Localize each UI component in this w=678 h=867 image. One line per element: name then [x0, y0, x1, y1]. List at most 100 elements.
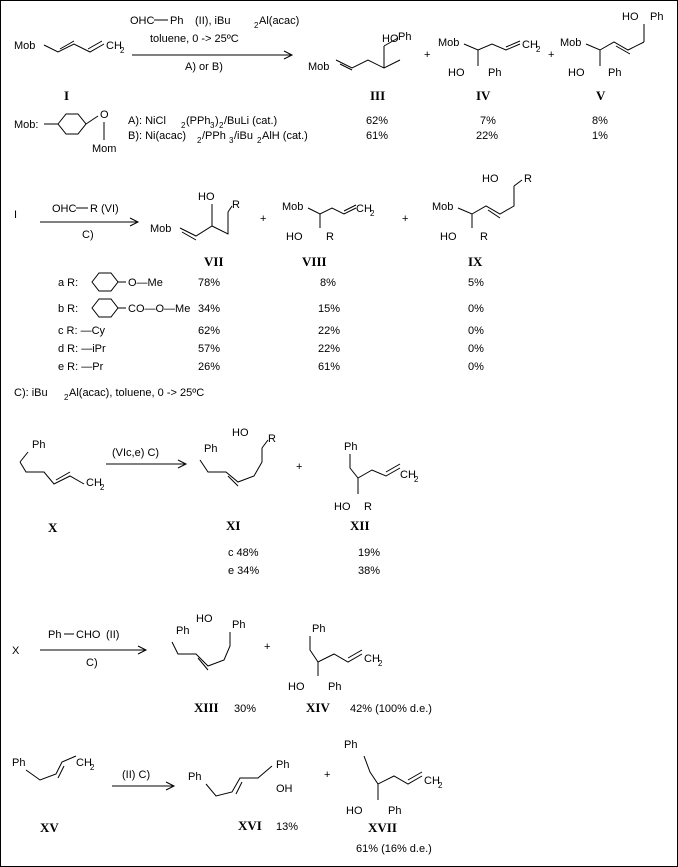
- s5-compound-XV: XV: [40, 820, 59, 835]
- svg-text:22%: 22%: [318, 325, 340, 337]
- svg-text:Mob: Mob: [282, 201, 303, 213]
- svg-text:CHO: CHO: [76, 629, 101, 641]
- s1-start-mob: Mob: [14, 40, 35, 52]
- svg-text:+: +: [548, 49, 554, 61]
- svg-text:+: +: [264, 641, 270, 653]
- s3-compound-X: X: [48, 520, 58, 535]
- svg-text:61%: 61%: [366, 130, 388, 142]
- svg-text:O: O: [100, 109, 109, 121]
- svg-text:Ph: Ph: [32, 439, 45, 451]
- svg-text:R: R: [364, 501, 372, 513]
- svg-text:0%: 0%: [468, 303, 484, 315]
- svg-text:R: R: [326, 231, 334, 243]
- svg-text:R: R: [268, 433, 276, 445]
- svg-text:22%: 22%: [476, 130, 498, 142]
- svg-text:+: +: [260, 213, 266, 225]
- svg-text:Mob:: Mob:: [14, 119, 38, 131]
- svg-text:Ph: Ph: [276, 759, 289, 771]
- svg-text:1%: 1%: [592, 130, 608, 142]
- svg-text:CH: CH: [400, 469, 416, 481]
- svg-text:OHC: OHC: [130, 15, 155, 27]
- svg-text:+: +: [296, 461, 302, 473]
- svg-text:+: +: [402, 213, 408, 225]
- svg-text:Ph: Ph: [328, 681, 341, 693]
- svg-text:Ph: Ph: [388, 805, 401, 817]
- svg-text:Ph: Ph: [204, 443, 217, 455]
- svg-text:b R:: b R:: [58, 303, 78, 315]
- s2-compound-IX: IX: [468, 254, 483, 269]
- svg-text:O—Me: O—Me: [128, 277, 163, 289]
- svg-text:19%: 19%: [358, 547, 380, 559]
- svg-text:/BuLi (cat.): /BuLi (cat.): [224, 115, 277, 127]
- svg-text:0%: 0%: [468, 361, 484, 373]
- svg-text:HO: HO: [196, 613, 213, 625]
- svg-text:Ph: Ph: [344, 739, 357, 751]
- svg-text:(II), iBu: (II), iBu: [195, 15, 230, 27]
- svg-text:CH: CH: [522, 39, 538, 51]
- svg-text:HO: HO: [346, 805, 363, 817]
- svg-text:A): NiCl: A): NiCl: [128, 115, 166, 127]
- scheme-2: I OHC R (VI) C) HO R Mob VII + Mob CH 2 …: [14, 173, 532, 402]
- svg-text:2: 2: [257, 136, 262, 145]
- svg-text:26%: 26%: [198, 361, 220, 373]
- svg-text:Mob: Mob: [560, 37, 581, 49]
- svg-text:8%: 8%: [320, 277, 336, 289]
- svg-text:C): iBu: C): iBu: [14, 387, 48, 399]
- svg-text:34%: 34%: [198, 303, 220, 315]
- s3-compound-XII: XII: [350, 518, 370, 533]
- svg-text:CO—O—Me: CO—O—Me: [128, 303, 190, 315]
- svg-text:78%: 78%: [198, 277, 220, 289]
- svg-text:Ph: Ph: [12, 757, 25, 769]
- svg-text:X: X: [12, 645, 20, 657]
- svg-text:e R: —Pr: e R: —Pr: [58, 361, 104, 373]
- scheme-5: Ph CH 2 XV (II) C) Ph Ph OH XVI 13% + Ph…: [12, 739, 443, 855]
- svg-text:HO: HO: [232, 427, 249, 439]
- svg-text:8%: 8%: [592, 115, 608, 127]
- svg-text:Ph: Ph: [608, 67, 621, 79]
- svg-text:2: 2: [181, 121, 186, 130]
- svg-text:2: 2: [414, 475, 419, 484]
- svg-text:HO: HO: [288, 681, 305, 693]
- svg-text:2: 2: [370, 209, 375, 218]
- svg-text:2: 2: [100, 483, 105, 492]
- svg-text:c R: —Cy: c R: —Cy: [58, 325, 106, 337]
- s1-mob-ring: [57, 113, 87, 135]
- s1-start-chain: [43, 43, 105, 53]
- svg-text:HO: HO: [198, 191, 215, 203]
- s4-compound-XIV: XIV: [306, 700, 330, 715]
- svg-text:+: +: [424, 49, 430, 61]
- svg-text:61% (16% d.e.): 61% (16% d.e.): [356, 843, 432, 855]
- s5-compound-XVI: XVI: [238, 818, 262, 833]
- svg-text:CH: CH: [76, 757, 92, 769]
- svg-text:R (VI): R (VI): [90, 203, 119, 215]
- svg-text:(PPh: (PPh: [186, 115, 210, 127]
- s5-compound-XVII: XVII: [368, 820, 397, 835]
- svg-text:38%: 38%: [358, 565, 380, 577]
- svg-text:R: R: [524, 173, 532, 185]
- svg-text:HO: HO: [482, 173, 499, 185]
- svg-text:2: 2: [536, 45, 541, 54]
- svg-text:5%: 5%: [468, 277, 484, 289]
- svg-text:3: 3: [210, 121, 215, 130]
- svg-text:Al(acac), toluene, 0 -> 25ºC: Al(acac), toluene, 0 -> 25ºC: [69, 387, 204, 399]
- svg-text:R: R: [480, 231, 488, 243]
- svg-text:CH: CH: [86, 477, 102, 489]
- svg-text:Ph: Ph: [48, 629, 61, 641]
- svg-text:Mob: Mob: [432, 201, 453, 213]
- svg-text:HO: HO: [286, 231, 303, 243]
- svg-text:HO: HO: [334, 501, 351, 513]
- svg-text:Mob: Mob: [438, 37, 459, 49]
- svg-text:HO: HO: [440, 231, 457, 243]
- svg-text:AlH (cat.): AlH (cat.): [262, 130, 308, 142]
- svg-text:Ph: Ph: [398, 31, 411, 43]
- svg-text:(II): (II): [106, 629, 119, 641]
- svg-text:3: 3: [229, 136, 234, 145]
- svg-text:2: 2: [197, 136, 202, 145]
- svg-text:CH: CH: [106, 40, 122, 52]
- svg-text:62%: 62%: [198, 325, 220, 337]
- svg-text:61%: 61%: [318, 361, 340, 373]
- svg-text:C): C): [82, 229, 94, 241]
- s2-compound-VIII: VIII: [302, 254, 327, 269]
